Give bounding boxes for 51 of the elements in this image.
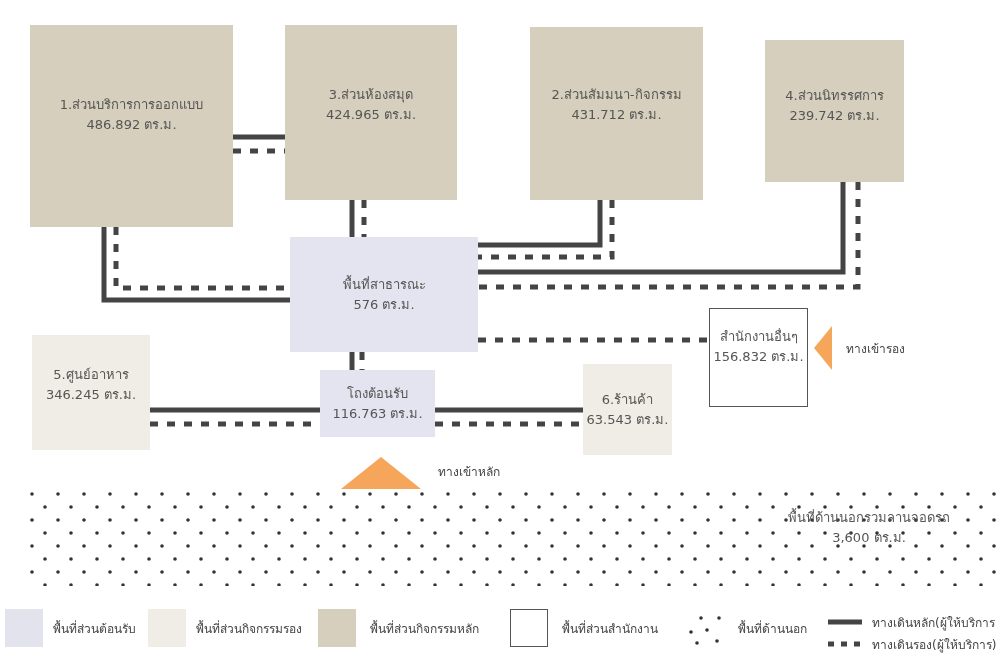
walkway-line bbox=[349, 200, 355, 237]
room-name: 1.ส่วนบริการการออกแบบ bbox=[59, 96, 204, 114]
walkway-line bbox=[233, 134, 285, 140]
room-name: สำนักงานอื่นๆ bbox=[719, 327, 798, 346]
dashed-walkway bbox=[478, 182, 861, 290]
area-label: 576 ตร.ม. bbox=[353, 295, 415, 314]
legend-label: พื้นที่ส่วนต้อนรับ bbox=[53, 619, 136, 638]
legend-label: พื้นที่ส่วนสำนักงาน bbox=[562, 619, 658, 638]
entrance-arrow bbox=[814, 326, 832, 370]
legend-label: พื้นที่ส่วนกิจกรรมรอง bbox=[196, 619, 302, 638]
area-label: 424.965 ตร.ม. bbox=[325, 106, 417, 124]
walkway-line bbox=[478, 182, 846, 275]
room-name: 6.ร้านค้า bbox=[601, 390, 654, 409]
room-box bbox=[765, 40, 904, 182]
room-name: พื้นที่ด้านนอกรวมลานจอดรถ bbox=[788, 508, 950, 527]
area-label: 486.892 ตร.ม. bbox=[86, 116, 177, 134]
area-label: 431.712 ตร.ม. bbox=[571, 106, 662, 124]
room-box bbox=[530, 27, 703, 200]
room-box bbox=[290, 237, 478, 352]
room-name: 2.ส่วนสัมมนา-กิจกรรม bbox=[551, 86, 682, 104]
room-name: 3.ส่วนห้องสมุด bbox=[328, 86, 414, 105]
dashed-walkway bbox=[359, 352, 365, 370]
area-label: 156.832 ตร.ม. bbox=[713, 348, 804, 366]
walkway-line bbox=[101, 227, 290, 303]
legend-label: พื้นที่ด้านนอก bbox=[738, 619, 807, 638]
entrance-arrow bbox=[341, 457, 421, 489]
area-label: 63.543 ตร.ม. bbox=[586, 410, 669, 429]
dashed-walkway bbox=[478, 200, 615, 260]
legend-label: ทางเดินหลัก(ผู้ให้บริการ bbox=[872, 615, 995, 632]
area-label: 3,600 ตร.ม. bbox=[832, 529, 906, 547]
room-name: โถงต้อนรับ bbox=[347, 384, 408, 403]
dashed-walkway bbox=[478, 337, 709, 343]
room-box bbox=[30, 25, 233, 227]
legend-label: ทางเดินรอง(ผู้ให้บริการ) bbox=[872, 637, 997, 654]
room-box bbox=[32, 335, 150, 450]
legend-label: พื้นที่ส่วนกิจกรรมหลัก bbox=[370, 619, 479, 638]
walkway-line bbox=[349, 352, 355, 370]
room-box bbox=[583, 364, 672, 455]
walkway-line bbox=[435, 407, 583, 413]
walkway-line bbox=[478, 200, 603, 248]
room-box bbox=[320, 370, 435, 437]
room-name: 4.ส่วนนิทรรศการ bbox=[785, 87, 884, 105]
area-label: 239.742 ตร.ม. bbox=[789, 107, 880, 125]
area-label: 346.245 ตร.ม. bbox=[45, 386, 137, 404]
room-name: 5.ศูนย์อาหาร bbox=[53, 366, 129, 385]
room-name: พื้นที่สาธารณะ bbox=[342, 274, 426, 294]
walkway-line bbox=[150, 407, 320, 413]
room-box bbox=[285, 25, 457, 200]
area-label: 116.763 ตร.ม. bbox=[332, 404, 423, 423]
office-box bbox=[709, 308, 808, 407]
dashed-walkway bbox=[361, 200, 367, 237]
